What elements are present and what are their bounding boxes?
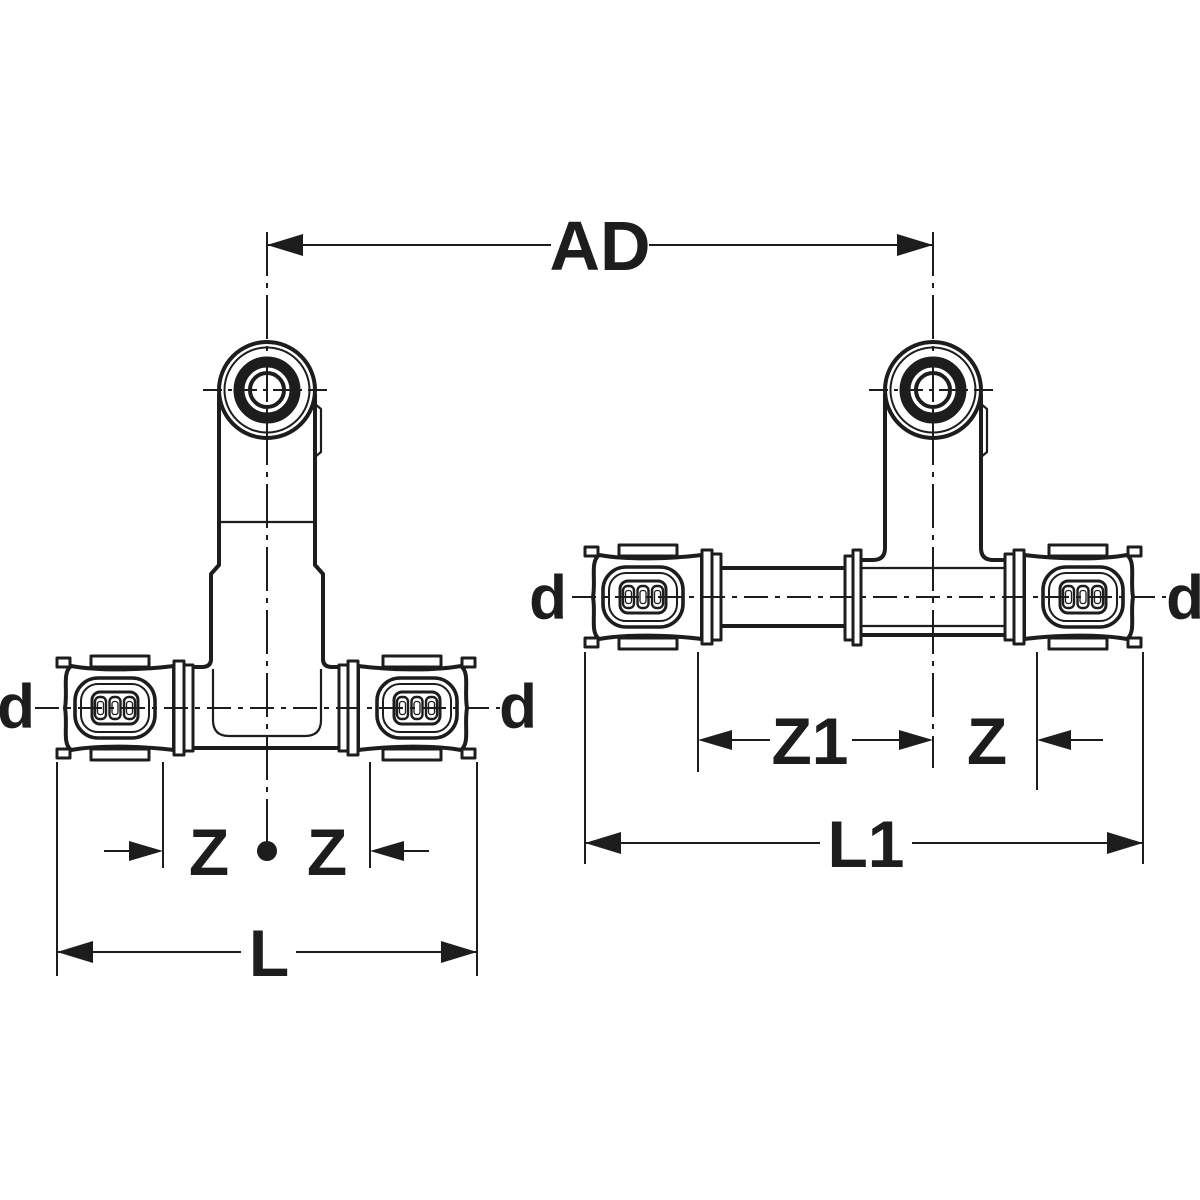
arrowhead (1107, 832, 1143, 854)
z-right-label: Z (307, 815, 347, 889)
arrowhead (698, 730, 732, 750)
d-right-label: d (1166, 564, 1200, 633)
side-pipe-section (719, 566, 847, 628)
dimension-ad: AD (267, 207, 933, 285)
arrowhead (585, 832, 621, 854)
riser-clip-step (314, 403, 323, 458)
side-view-dimensions: Z1 Z L1 d d (529, 564, 1200, 882)
arrowhead (899, 730, 933, 750)
side-view (583, 340, 1143, 651)
arrowhead (267, 234, 303, 256)
arrowhead (57, 941, 93, 963)
side-pipe-collar-plate (851, 548, 863, 647)
front-view-dimensions: Z Z L d d (0, 673, 537, 991)
riser-clip-step (980, 403, 989, 458)
arrowhead (129, 841, 163, 861)
extension-lines (584, 652, 1144, 864)
d-left-label: d (0, 673, 35, 742)
center-reference-dot (257, 841, 277, 861)
z-label: Z (967, 704, 1007, 778)
d-left-label: d (529, 564, 567, 633)
d-right-label: d (499, 673, 537, 742)
ad-label: AD (549, 207, 650, 285)
arrowhead (897, 234, 933, 256)
l1-label: L1 (827, 807, 904, 881)
z1-label: Z1 (771, 704, 848, 778)
arrowhead (441, 941, 477, 963)
extension-lines (56, 762, 478, 976)
centerlines (35, 232, 1166, 851)
l-label: L (249, 916, 289, 990)
arrowhead (370, 841, 404, 861)
arrowhead (1037, 730, 1071, 750)
z-left-label: Z (189, 815, 229, 889)
